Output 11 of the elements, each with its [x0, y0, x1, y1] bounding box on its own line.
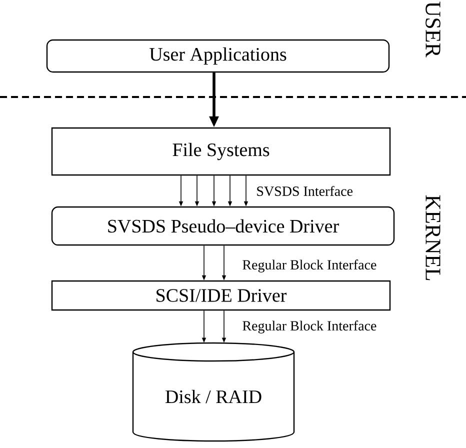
edge-label: SVSDS Interface: [257, 186, 353, 196]
process-box: File Systems: [51, 127, 391, 176]
process-box: User Applications: [46, 39, 390, 73]
region-label: KERNEL: [426, 195, 440, 280]
edge-label: Regular Block Interface: [242, 260, 376, 272]
process-box: SVSDS Pseudo–device Driver: [51, 206, 395, 246]
region-label: USER: [426, 2, 440, 58]
edge-label: Regular Block Interface: [242, 320, 376, 334]
disk-cylinder: Disk / RAID: [132, 342, 295, 442]
node-label: Disk / RAID: [165, 390, 262, 404]
process-box: SCSI/IDE Driver: [51, 280, 391, 311]
